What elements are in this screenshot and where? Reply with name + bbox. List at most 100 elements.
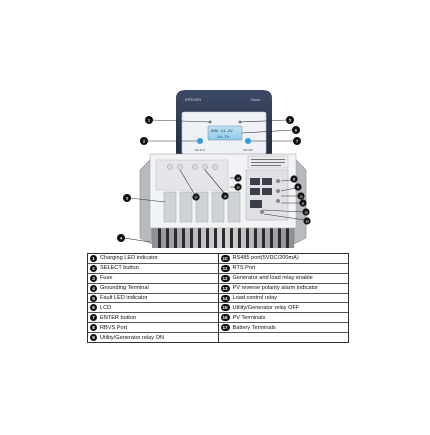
brand-text: EPEVER	[185, 97, 201, 102]
lcd-line-2: 14.7V	[217, 136, 230, 140]
legend-number: 1	[90, 254, 97, 262]
legend-text: PV Terminals	[232, 314, 266, 321]
legend-text: LCD	[100, 304, 112, 311]
callout-3	[123, 194, 131, 202]
callout-16-label: 16	[223, 194, 227, 198]
legend-number: 11	[220, 264, 230, 272]
callout-6-label: 6	[295, 128, 298, 133]
legend-text: Utility/Generator relay OFF	[232, 304, 300, 311]
port-sockets	[250, 178, 272, 208]
callout-15	[234, 183, 242, 191]
callout-markers	[117, 116, 311, 242]
callout-9-label: 9	[297, 185, 299, 189]
callout-11	[299, 199, 307, 207]
legend-text: Battery Terminals	[232, 324, 276, 331]
legend-text: RBVS Port	[100, 324, 128, 331]
callout-9	[294, 183, 302, 191]
legend-row-empty	[219, 333, 349, 342]
callout-8-label: 8	[293, 177, 295, 181]
power-terminals	[167, 164, 218, 170]
legend-text: Load control relay	[232, 295, 277, 301]
callout-15-label: 15	[236, 185, 240, 189]
legend-text: Utility/Generator relay ON	[100, 334, 165, 341]
callout-numbers: 1 2 3 4 5 6 7 8 9 10 11 12 13 14 15 16 1…	[120, 118, 309, 241]
callout-17	[192, 193, 200, 201]
callout-14-label: 14	[236, 176, 240, 180]
legend-number: 9	[90, 334, 97, 342]
legend-text: SELECT button	[100, 265, 139, 272]
callout-7	[293, 137, 301, 145]
legend-number: 5	[90, 294, 97, 302]
legend-number: 2	[90, 264, 97, 272]
terminal-slots	[163, 191, 241, 223]
callout-5	[286, 116, 294, 124]
select-button-label: SELECT	[195, 148, 206, 152]
legend-number: 10	[220, 254, 230, 262]
callout-leader-lines	[123, 119, 306, 243]
terminal-label-lines	[251, 159, 285, 166]
callout-7-label: 7	[296, 139, 299, 144]
legend-number: 12	[220, 274, 230, 282]
callout-1	[145, 116, 153, 124]
enter-button-label: ENTER	[243, 148, 252, 152]
legend-number: 6	[90, 304, 97, 312]
callout-13-label: 13	[305, 219, 309, 223]
callout-16	[221, 192, 229, 200]
legend-text: Fuse	[100, 275, 113, 282]
callout-17-label: 17	[194, 195, 198, 199]
lcd-line-1: 68% 13.2V	[211, 130, 233, 134]
legend-number: 14	[220, 294, 230, 302]
terminal-cover	[155, 159, 229, 191]
legend-number: 17	[220, 324, 230, 332]
callout-2-label: 2	[143, 139, 146, 144]
callout-8	[290, 175, 298, 183]
callout-4-label: 4	[120, 236, 123, 241]
model-text: Tracer	[250, 98, 261, 102]
callout-1-label: 1	[148, 118, 151, 123]
callout-12-label: 12	[304, 210, 308, 214]
callout-5-label: 5	[289, 118, 292, 123]
callout-3-label: 3	[126, 196, 129, 201]
legend-number: 7	[90, 314, 97, 322]
legend-number: 3	[90, 274, 97, 282]
legend-number: 15	[220, 304, 230, 312]
callout-4	[117, 234, 125, 242]
callout-12	[302, 208, 310, 216]
legend-text: RTS Port	[232, 265, 256, 272]
legend-number: 8	[90, 324, 97, 332]
legend-text: ENTER button	[100, 314, 137, 321]
callout-13	[303, 217, 311, 225]
select-button[interactable]	[197, 138, 203, 144]
legend-text: Charging LED indicator	[100, 255, 158, 262]
callout-2	[140, 137, 148, 145]
legend-text: Generator and load relay enable	[232, 275, 313, 282]
callout-6	[292, 126, 300, 134]
legend-text: RS485 port(5VDC/200mA)	[232, 255, 299, 262]
legend-number: 13	[220, 284, 230, 292]
enter-button[interactable]	[245, 138, 251, 144]
callout-10	[297, 192, 305, 200]
legend-text: Grounding Terminal	[100, 285, 149, 292]
relay-screws	[260, 179, 280, 214]
callout-14	[234, 174, 242, 182]
legend-number: 4	[90, 284, 97, 292]
